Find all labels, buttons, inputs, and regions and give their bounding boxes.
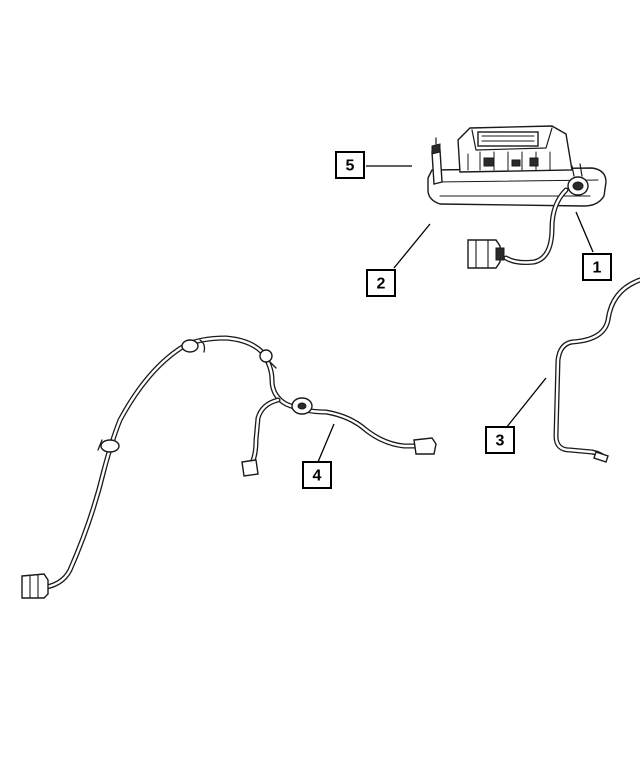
callout-2: 2: [366, 269, 396, 297]
callout-3: 3: [485, 426, 515, 454]
wiring-harness: [21, 335, 437, 599]
leader-4: [317, 423, 335, 463]
callout-2-label: 2: [377, 276, 386, 293]
callout-5: 5: [335, 151, 365, 179]
callout-5-label: 5: [346, 158, 355, 175]
handle-assembly: [427, 125, 607, 269]
leader-2: [393, 223, 431, 269]
callout-1: 1: [582, 253, 612, 281]
leader-3: [505, 377, 547, 429]
callout-4-label: 4: [313, 468, 322, 485]
bent-tube: [553, 277, 640, 463]
leader-lines: [317, 165, 594, 463]
callout-1-label: 1: [593, 260, 602, 277]
callout-4: 4: [302, 461, 332, 489]
leader-1: [575, 211, 594, 253]
callout-3-label: 3: [496, 433, 505, 450]
